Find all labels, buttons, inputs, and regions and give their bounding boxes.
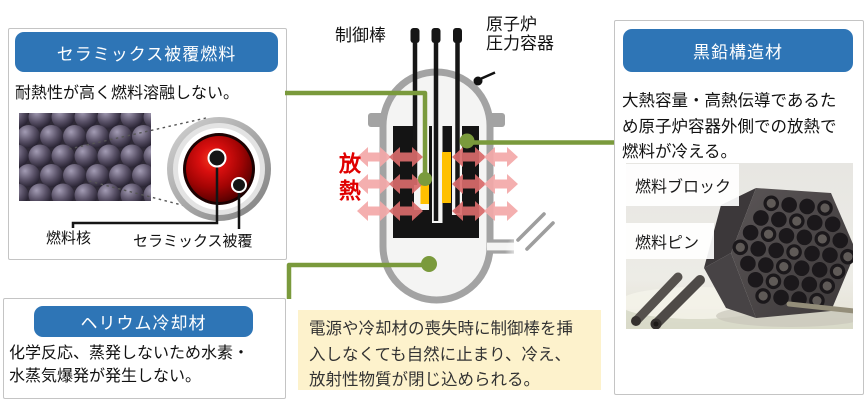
heat-release-label: 放熱 bbox=[336, 152, 361, 206]
helium-description-line2: 水蒸気爆発が発生しない。 bbox=[9, 368, 202, 385]
thin-rod-photo bbox=[786, 301, 853, 314]
safety-note-line2: 入しなくても自然に止まり、冷え、 bbox=[309, 345, 572, 364]
pressure-vessel-pointer bbox=[473, 71, 496, 86]
fuel-pin-photo-2 bbox=[651, 275, 705, 329]
fuel-block-label: 燃料ブロック bbox=[626, 164, 739, 206]
safety-note: 電源や冷却材の喪失時に制御棒を挿 入しなくても自然に止まり、冷え、 放射性物質が… bbox=[298, 310, 601, 390]
ceramic-fuel-title-text: セラミックス被覆燃料 bbox=[56, 44, 237, 64]
fuel-kernel-dot bbox=[207, 148, 227, 168]
fuel-pin-label-text: 燃料ピン bbox=[635, 235, 700, 252]
graphite-description-line3: 燃料が冷える。 bbox=[622, 143, 738, 161]
fuel-rod-1 bbox=[420, 184, 429, 204]
ceramic-fuel-description: 耐熱性が高く燃料溶融しない。 bbox=[15, 85, 240, 102]
connector-dot-core-top bbox=[459, 133, 475, 149]
connector-dot-fuel-rod bbox=[418, 172, 432, 186]
outlet-pipe bbox=[487, 212, 561, 273]
graphite-card: 黒鉛構造材 大熱容量・高熱伝導であるた め原子炉容器外側での放熱で 燃料が冷える… bbox=[614, 20, 864, 395]
ceramic-coating-label: セラミックス被覆 bbox=[133, 233, 253, 250]
ceramic-fuel-card-title: セラミックス被覆燃料 bbox=[15, 32, 278, 72]
control-rod-label: 制御棒 bbox=[335, 26, 386, 45]
helium-coolant-card-title: ヘリウム冷却材 bbox=[34, 306, 253, 337]
graphite-block-side-top bbox=[704, 188, 756, 268]
fuel-pin-photo-1 bbox=[631, 272, 683, 326]
helium-coolant-title-text: ヘリウム冷却材 bbox=[80, 314, 207, 333]
pressure-vessel-label: 原子炉 圧力容器 bbox=[486, 15, 554, 53]
ceramic-coating-dot bbox=[231, 177, 247, 193]
fuel-block-label-text: 燃料ブロック bbox=[635, 179, 732, 196]
fuel-rod-2 bbox=[442, 152, 451, 203]
connector-ceramic-fuel bbox=[285, 90, 428, 173]
fuel-kernel-leader-line bbox=[71, 164, 219, 228]
pressure-vessel-label-line1: 原子炉 bbox=[486, 15, 537, 34]
pipe-break-slash-2 bbox=[525, 221, 555, 251]
safety-note-line1: 電源や冷却材の喪失時に制御棒を挿 bbox=[309, 320, 573, 338]
coated-particle-diagram bbox=[167, 117, 271, 221]
graphite-title-text: 黒鉛構造材 bbox=[693, 43, 783, 62]
pressure-vessel-label-line2: 圧力容器 bbox=[486, 34, 554, 53]
magnify-dotted-line-bottom bbox=[88, 180, 198, 210]
helium-description-line1: 化学反応、蒸発しないため水素・ bbox=[9, 345, 250, 362]
graphite-description-line1: 大熱容量・高熱伝導であるた bbox=[622, 92, 837, 110]
graphite-card-title: 黒鉛構造材 bbox=[623, 29, 853, 72]
fuel-pin-label: 燃料ピン bbox=[626, 223, 714, 259]
fuel-particle-illustration bbox=[19, 113, 271, 229]
reactor-diagram bbox=[285, 28, 614, 304]
pipe-break-slash-1 bbox=[516, 212, 546, 242]
helium-coolant-card: ヘリウム冷却材 化学反応、蒸発しないため水素・ 水蒸気爆発が発生しない。 bbox=[3, 298, 286, 399]
connector-dot-vessel-bottom bbox=[421, 256, 437, 272]
graphite-description-line2: め原子炉容器外側での放熱で bbox=[622, 117, 837, 136]
safety-note-line3: 放射性物質が閉じ込められる。 bbox=[309, 371, 540, 389]
ceramic-fuel-card: セラミックス被覆燃料 耐熱性が高く燃料溶融しない。 bbox=[8, 28, 287, 260]
fuel-particle-spheres bbox=[19, 113, 151, 201]
connector-helium-coolant bbox=[286, 262, 422, 299]
graphite-block-side-bottom bbox=[704, 253, 756, 318]
fuel-kernel-label: 燃料核 bbox=[46, 230, 92, 247]
